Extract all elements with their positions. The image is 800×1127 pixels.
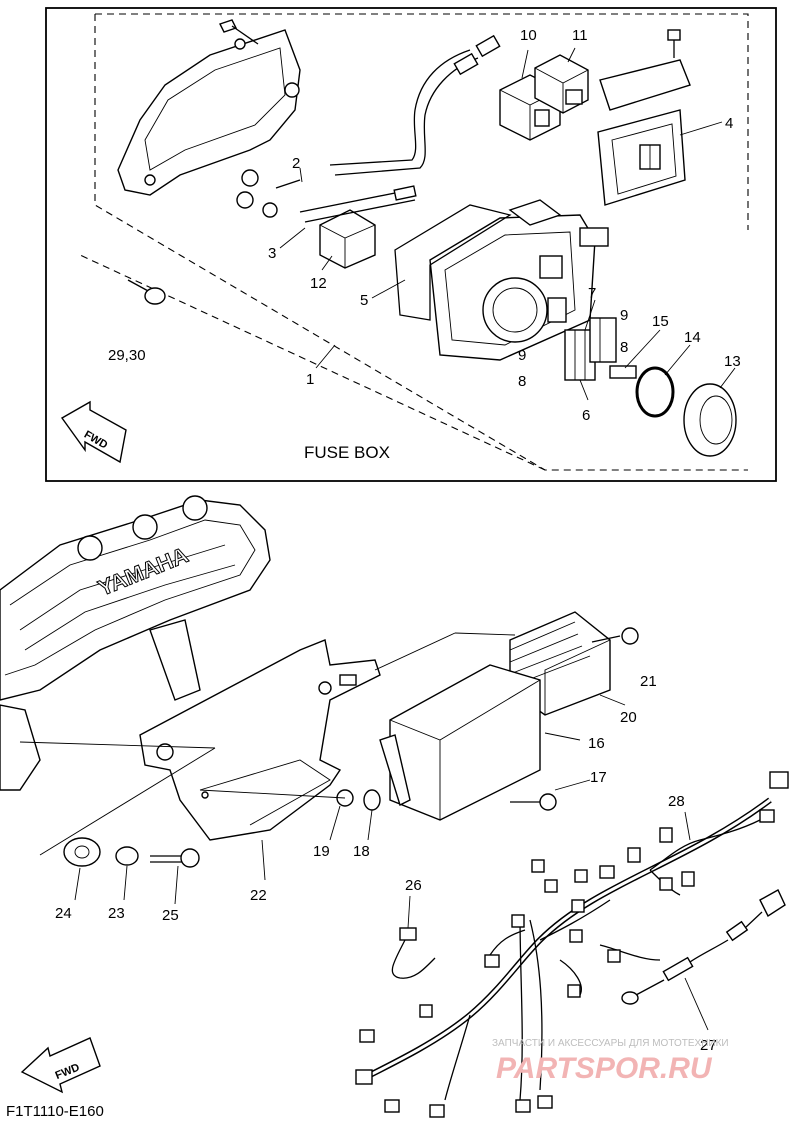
callout-4: 4	[725, 115, 733, 132]
spare-fuse-15	[609, 365, 637, 379]
gasket-5	[394, 204, 512, 321]
mounting-bracket-plate	[117, 29, 301, 196]
grommet-24	[63, 837, 101, 867]
callout-21: 21	[640, 673, 657, 690]
inset-frame	[45, 7, 777, 482]
fuse-cap-13	[683, 383, 737, 457]
callout-27: 27	[700, 1037, 717, 1054]
control-unit-16	[379, 664, 541, 821]
wire-lead-top	[329, 34, 501, 176]
leader-lines-lower	[19, 632, 626, 905]
bolt-top	[219, 19, 259, 45]
callout-29-30: 29,30	[108, 347, 146, 364]
callout-6: 6	[582, 407, 590, 424]
collar-23	[115, 846, 139, 866]
callout-14: 14	[684, 329, 701, 346]
callout-20: 20	[620, 709, 637, 726]
callout-10: 10	[520, 27, 537, 44]
callout-18: 18	[353, 843, 370, 860]
callout-13: 13	[724, 353, 741, 370]
fuse-box-label: FUSE BOX	[304, 443, 390, 462]
fuse-strips	[564, 317, 617, 381]
callout-1: 1	[306, 371, 314, 388]
callout-12: 12	[310, 275, 327, 292]
bolt-21	[591, 627, 639, 645]
callout-28: 28	[668, 793, 685, 810]
fuse-box-cover-bracket	[597, 59, 691, 206]
bolt-17	[510, 793, 557, 811]
watermark-line1: ЗАПЧАСТИ И АКСЕССУАРЫ ДЛЯ МОТОТЕХНИКИ	[492, 1038, 729, 1049]
bolt-29-30	[127, 279, 166, 305]
bolt-25	[150, 848, 200, 868]
callout-11: 11	[572, 27, 588, 44]
leader-lines-inset	[279, 47, 736, 401]
callout-8b: 8	[518, 373, 526, 390]
wire-lead-27	[621, 889, 786, 1031]
wire-lead-26	[391, 895, 436, 979]
callout-9a: 9	[620, 307, 628, 324]
fwd-arrow-bottom: FWD	[20, 1037, 101, 1094]
callout-25: 25	[162, 907, 179, 924]
screws-2-3	[236, 169, 301, 218]
wire-harness-28	[355, 771, 789, 1118]
callout-9b: 9	[518, 347, 526, 364]
engine-valve-cover: YAMAHA	[0, 495, 271, 791]
callout-7: 7	[588, 285, 596, 302]
relay-11	[534, 54, 589, 114]
callout-19: 19	[313, 843, 330, 860]
fwd-arrow-top: FWD	[60, 400, 127, 464]
callout-26: 26	[405, 877, 422, 894]
figure-code: F1T1110-E160	[6, 1103, 104, 1120]
o-ring-14	[635, 366, 675, 418]
callout-24: 24	[55, 905, 72, 922]
fuse-holder-12	[319, 209, 376, 269]
callout-15: 15	[652, 313, 669, 330]
callout-3: 3	[268, 245, 276, 262]
callout-5: 5	[360, 292, 368, 309]
callout-2: 2	[292, 155, 300, 172]
callout-23: 23	[108, 905, 125, 922]
fuse-box-housing	[429, 199, 609, 361]
watermark-line2: PARTSPOR.RU	[496, 1052, 713, 1085]
wire-leads-small	[299, 185, 417, 223]
screw-top-right	[667, 29, 681, 58]
callout-16: 16	[588, 735, 605, 752]
callout-8a: 8	[620, 339, 628, 356]
grommet-18	[363, 789, 381, 811]
assembly-dashed-outline	[94, 13, 749, 471]
callout-22: 22	[250, 887, 267, 904]
callout-17: 17	[590, 769, 607, 786]
